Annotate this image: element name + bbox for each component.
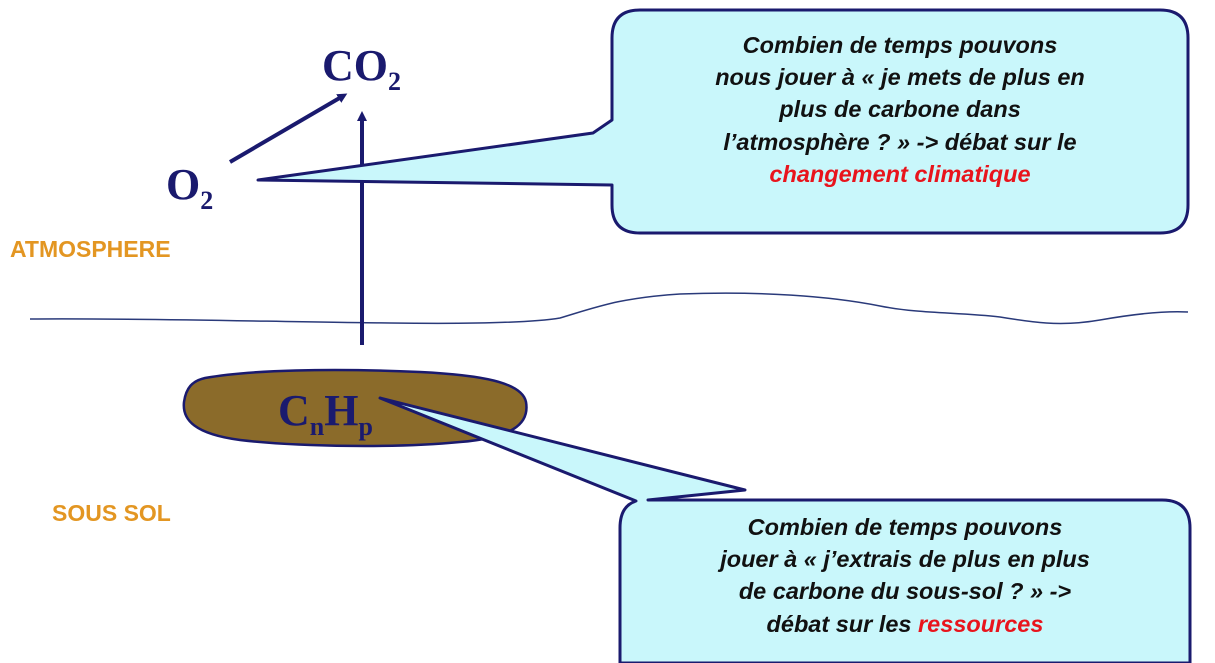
callout-bottom-line-4: débat sur les ressources [622, 608, 1188, 640]
co2-formula: CO2 [322, 41, 401, 96]
atmosphere-label: ATMOSPHERE [10, 236, 171, 262]
callout-bottom-line-2: jouer à « j’extrais de plus en plus [720, 546, 1090, 573]
callout-top-text: Combien de temps pouvons nous jouer à « … [615, 29, 1185, 190]
callout-top-line-1: Combien de temps pouvons [742, 32, 1058, 58]
hydrocarbon-formula: CnHp [278, 386, 373, 441]
callout-top-line-4: l’atmosphère ? » -> débat sur le [723, 128, 1077, 155]
o2-formula: O2 [166, 160, 214, 215]
callout-top-highlight: changement climatique [769, 160, 1031, 187]
callout-top-bubble [256, 8, 1190, 235]
callout-bottom-line-1: Combien de temps pouvons [747, 514, 1063, 540]
callout-bottom-line-3: de carbone du sous-sol ? » -> [738, 578, 1072, 605]
callout-top-line-2: nous jouer à « je mets de plus en [715, 64, 1085, 91]
callout-top-line-3: plus de carbone dans [779, 96, 1021, 123]
callout-bottom-line-4-prefix: débat sur les [766, 610, 919, 637]
sous-sol-label: SOUS SOL [52, 500, 171, 526]
o2-to-co2-arrow [228, 93, 348, 164]
ground-surface-line [29, 292, 1189, 325]
callout-bottom-highlight: ressources [918, 610, 1044, 637]
callout-bottom-bubble [378, 396, 1192, 663]
callout-bottom-text: Combien de temps pouvons jouer à « j’ext… [622, 511, 1188, 640]
hydrocarbon-deposit [182, 368, 528, 448]
